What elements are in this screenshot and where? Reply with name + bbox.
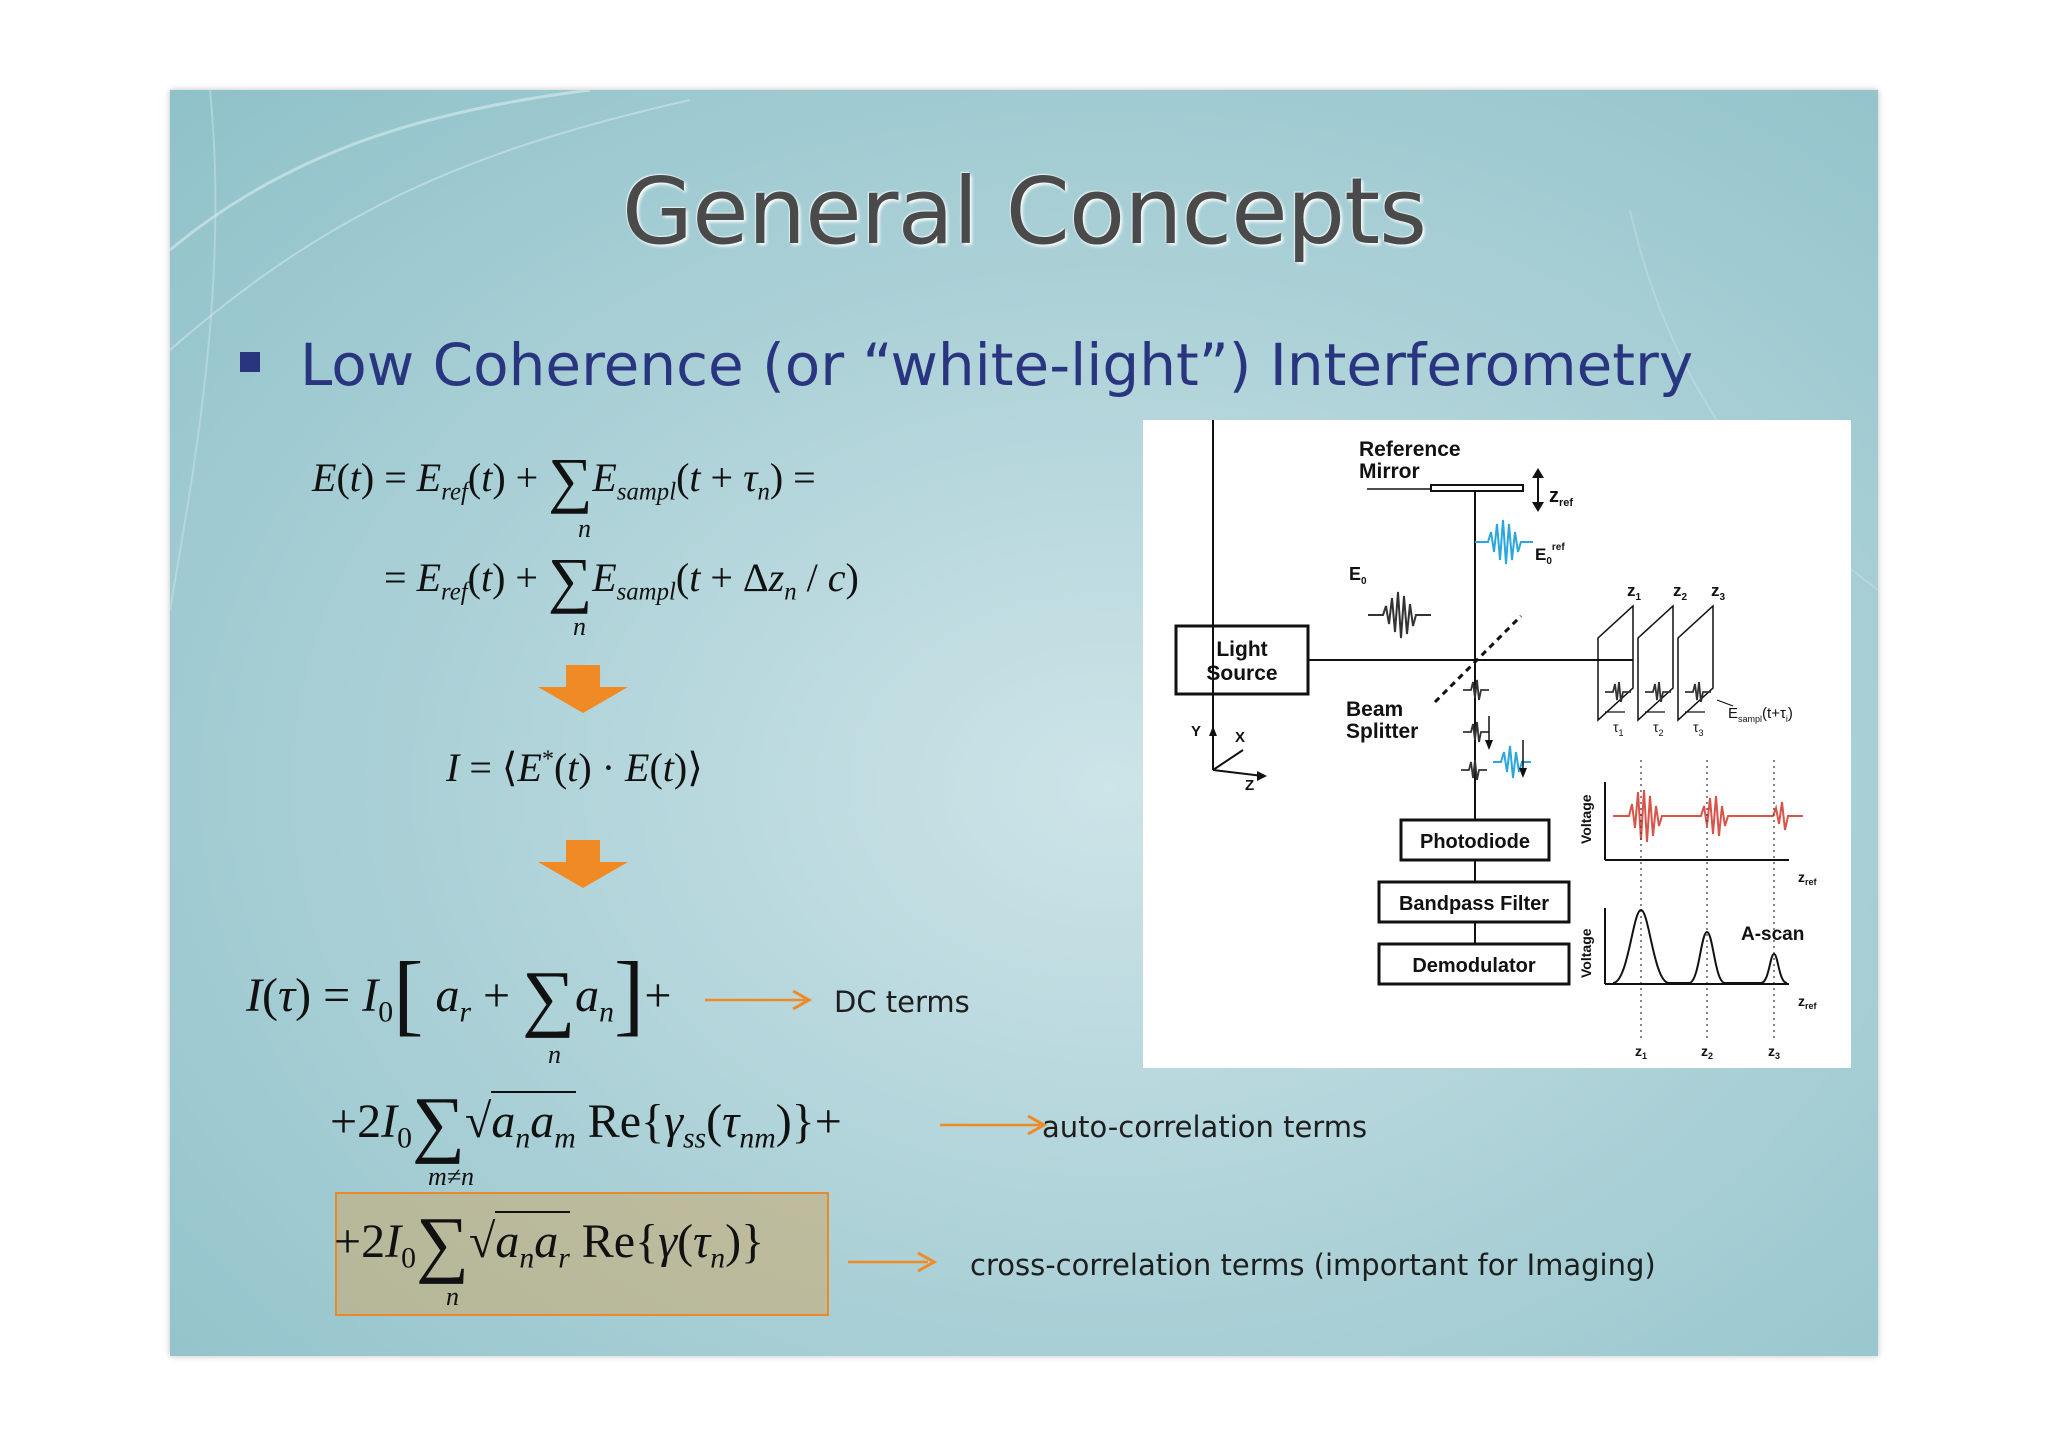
- bandpass-filter-label: Bandpass Filter: [1399, 893, 1549, 915]
- right-arrow-icon: [940, 1114, 1048, 1136]
- z2-axis-label: z2: [1701, 1043, 1713, 1061]
- reference-mirror-label: Reference: [1359, 438, 1461, 461]
- source-pulse-icon: [1368, 591, 1431, 639]
- z3-label: z3: [1711, 581, 1726, 603]
- reference-mirror-label: Mirror: [1359, 460, 1420, 483]
- tau1-label: τ1: [1613, 719, 1624, 738]
- voltage-axis-label: Voltage: [1578, 928, 1594, 978]
- a-scan-label: A-scan: [1741, 924, 1804, 945]
- z1-label: z1: [1627, 581, 1642, 603]
- tau2-label: τ2: [1653, 719, 1664, 738]
- equation-sum-index: n: [548, 1040, 561, 1069]
- beam-splitter-label: Beam: [1346, 698, 1403, 721]
- z3-axis-label: z3: [1768, 1043, 1780, 1061]
- right-arrow-icon: [705, 989, 813, 1011]
- axes-icon: [1209, 420, 1267, 781]
- equation-field-sum: E(t) = Eref(t) + ∑Esampl(t + τn) =: [312, 446, 816, 515]
- bullet-square-icon: [240, 352, 260, 372]
- e-sampl-label: Esampl(t+τi): [1728, 705, 1793, 724]
- reference-pulse-icon: [1475, 519, 1533, 565]
- beam-splitter-shape: [1433, 614, 1523, 704]
- light-source-label: Light: [1216, 638, 1267, 661]
- equation-cross-correlation: +2I0∑√anar Re{γ(τn)}: [334, 1203, 765, 1286]
- e0-label: E0: [1349, 564, 1367, 587]
- light-source-box: [1174, 624, 1310, 696]
- right-arrow-icon: [848, 1251, 938, 1273]
- cross-correlation-label: cross-correlation terms (important for I…: [970, 1248, 1656, 1282]
- demodulator-box: [1377, 942, 1571, 986]
- equation-sum-index: n: [446, 1282, 459, 1311]
- equation-field-delay: = Eref(t) + ∑Esampl(t + Δzn / c): [384, 546, 859, 615]
- tau3-label: τ3: [1693, 719, 1704, 738]
- z1-axis-label: z1: [1635, 1043, 1647, 1061]
- equation-sum-index: n: [573, 612, 586, 641]
- voltage-axis-label: Voltage: [1578, 794, 1594, 844]
- auto-correlation-label: auto-correlation terms: [1042, 1110, 1368, 1144]
- oct-system-diagram: Reference Mirror zref E0ref E0 Light Sou…: [1143, 420, 1851, 1068]
- down-arrow-icon: [538, 665, 628, 713]
- e0-ref-label: E0ref: [1535, 542, 1565, 567]
- bullet-heading: Low Coherence (or “white-light”) Interfe…: [300, 331, 1694, 399]
- axis-x-label: X: [1235, 729, 1245, 746]
- z2-label: z2: [1673, 581, 1688, 603]
- axis-y-label: Y: [1191, 723, 1201, 740]
- sample-planes-icon: [1597, 604, 1714, 722]
- equation-intensity: I = ⟨E*(t) · E(t)⟩: [446, 745, 703, 790]
- light-source-label: Source: [1206, 662, 1277, 685]
- beam-splitter-label: Splitter: [1346, 720, 1418, 743]
- slide-title: General Concepts: [621, 158, 1427, 265]
- equation-sum-index: m≠n: [428, 1162, 475, 1191]
- photodiode-label: Photodiode: [1420, 831, 1530, 853]
- z-ref-label: zref: [1549, 485, 1573, 509]
- equation-dc-term: I(τ) = I0[ ar + ∑an]+: [246, 943, 672, 1045]
- equation-auto-correlation: +2I0∑√anam Re{γss(τnm)}+: [330, 1083, 842, 1166]
- z-ref-axis-label: zref: [1798, 993, 1818, 1011]
- a-scan-plot: [1604, 908, 1789, 985]
- z-ref-axis-label: zref: [1798, 869, 1818, 887]
- demodulator-label: Demodulator: [1412, 955, 1536, 977]
- combined-pulses-icon: [1461, 679, 1531, 781]
- bandpass-filter-box: [1377, 880, 1571, 924]
- dc-terms-label: DC terms: [834, 985, 970, 1019]
- cross-correlation-highlight: [335, 1192, 829, 1316]
- axis-z-label: Z: [1245, 777, 1254, 794]
- equation-sum-index: n: [578, 514, 591, 543]
- down-arrow-icon: [538, 840, 628, 888]
- interferogram-plot: [1604, 760, 1803, 1040]
- reference-mirror-shape: [1430, 484, 1524, 492]
